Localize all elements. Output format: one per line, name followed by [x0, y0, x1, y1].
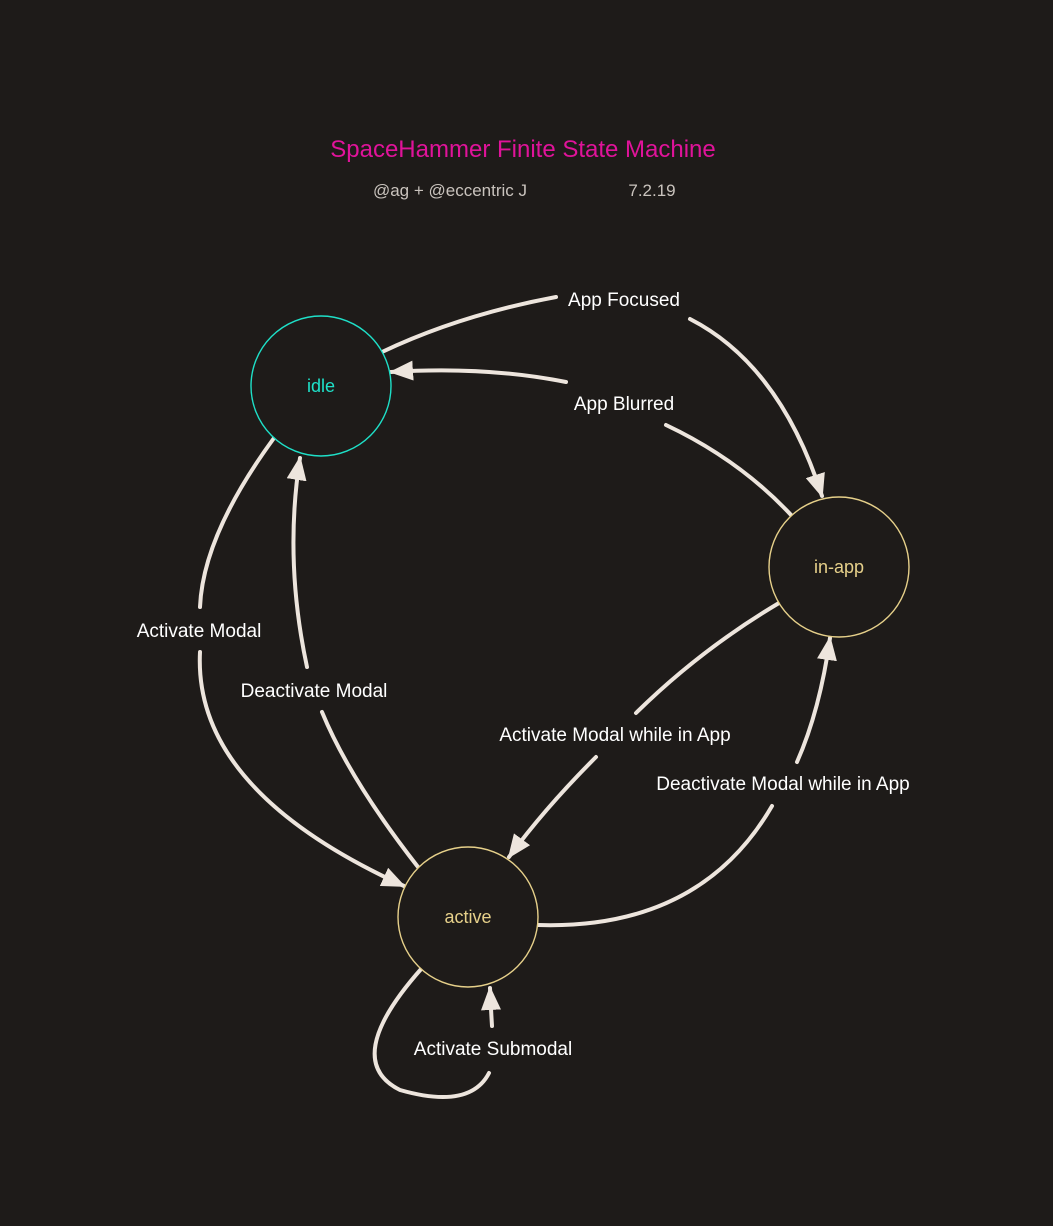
state-in-app-label: in-app [814, 557, 864, 577]
edge-labels: App Focused App Blurred Activate Modal D… [137, 290, 910, 1060]
label-deactivate-modal: Deactivate Modal [241, 681, 388, 702]
edge-deactivate-modal-in-app-end [795, 636, 837, 764]
label-activate-modal-in-app: Activate Modal while in App [499, 725, 730, 746]
edge-activate-submodal-start [372, 966, 491, 1100]
state-idle-label: idle [307, 376, 335, 396]
state-in-app-circle [768, 496, 910, 638]
edges [197, 295, 837, 1100]
label-app-blurred: App Blurred [574, 394, 674, 415]
edge-activate-modal-start [198, 436, 276, 609]
state-active[interactable]: active [397, 846, 539, 988]
label-deactivate-modal-in-app: Deactivate Modal while in App [656, 774, 909, 795]
state-in-app[interactable]: in-app [768, 496, 910, 638]
edge-deactivate-modal-start [320, 710, 420, 869]
label-activate-modal: Activate Modal [137, 621, 262, 642]
edge-app-focused-start [380, 295, 558, 354]
edge-activate-modal-in-app-start [634, 601, 781, 715]
state-idle[interactable]: idle [250, 315, 392, 457]
edge-app-focused-end [688, 317, 825, 498]
edge-activate-modal-end [197, 650, 406, 888]
state-active-label: active [444, 907, 491, 927]
label-app-focused: App Focused [568, 290, 680, 311]
state-idle-circle [250, 315, 392, 457]
label-activate-submodal: Activate Submodal [414, 1039, 572, 1060]
edge-app-blurred-start [664, 423, 794, 518]
edge-activate-submodal-end [481, 986, 501, 1028]
diagram-authors: @ag + @eccentric J [373, 181, 527, 200]
edge-activate-modal-in-app-end [507, 755, 598, 859]
diagram-title: SpaceHammer Finite State Machine [330, 136, 716, 163]
edge-deactivate-modal-in-app-start [536, 804, 774, 928]
diagram-date: 7.2.19 [628, 181, 675, 200]
edge-deactivate-modal-end [286, 456, 309, 669]
state-active-circle [397, 846, 539, 988]
edge-app-blurred-end [389, 360, 568, 384]
